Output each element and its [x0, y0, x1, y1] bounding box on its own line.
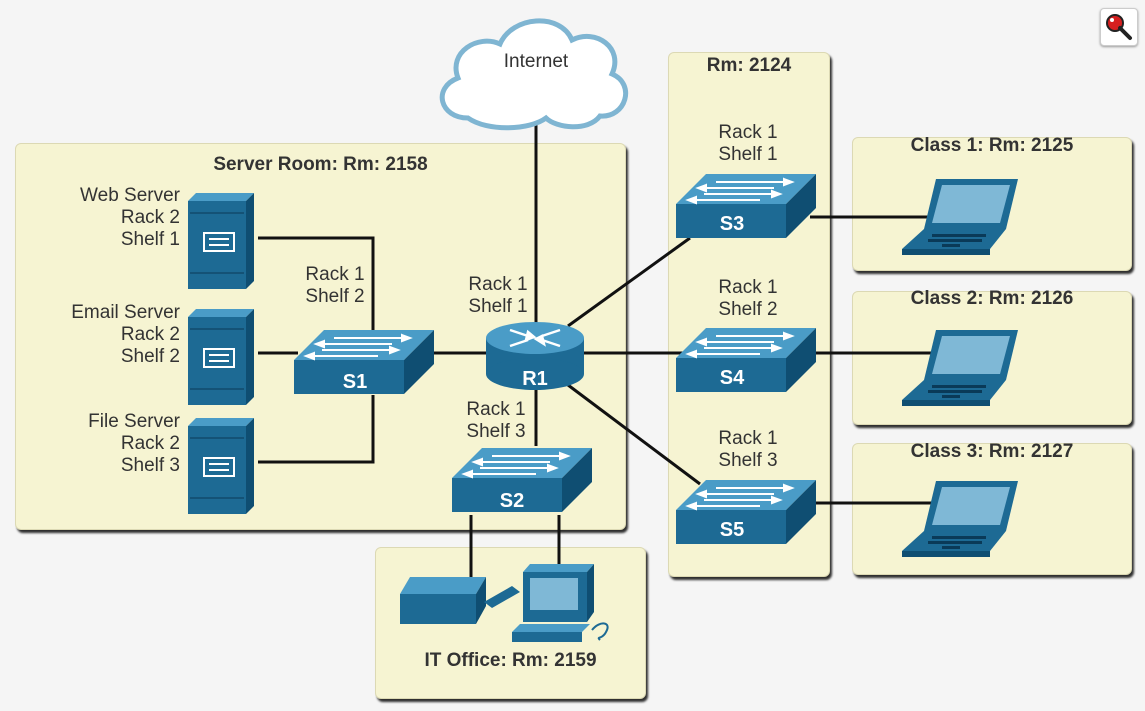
s5-rack: Rack 1: [718, 428, 778, 449]
internet-cloud-icon: [439, 18, 629, 131]
printer-icon: [400, 577, 520, 624]
email-server-label: Email Server Rack 2 Shelf 2: [40, 302, 180, 368]
web-server-shelf: Shelf 1: [120, 229, 180, 250]
email-server-icon: [187, 308, 255, 406]
links: [258, 120, 940, 586]
web-server-label: Web Server Rack 2 Shelf 1: [40, 185, 180, 251]
r1-name: R1: [522, 368, 548, 390]
s2-rack: Rack 1: [466, 399, 526, 420]
s3-rack: Rack 1: [718, 122, 778, 143]
server-room-title: Server Room: Rm: 2158: [213, 154, 428, 175]
s3-shelf: Shelf 1: [718, 144, 778, 165]
email-server-name: Email Server: [71, 302, 180, 323]
pc-icon: [512, 564, 609, 642]
class3-laptop-icon: [902, 481, 1018, 557]
r1-shelf: Shelf 1: [468, 296, 528, 317]
s5-name: S5: [719, 519, 745, 541]
class1-title: Class 1: Rm: 2125: [910, 135, 1074, 156]
s1-shelf: Shelf 2: [305, 286, 365, 307]
zoom-icon: [1106, 14, 1132, 40]
rm-2124-title: Rm: 2124: [706, 55, 792, 76]
s4-location-label: Rack 1 Shelf 2: [703, 277, 793, 321]
s4-rack: Rack 1: [718, 277, 778, 298]
s5-location-label: Rack 1 Shelf 3: [703, 428, 793, 472]
email-server-shelf: Shelf 2: [120, 346, 180, 367]
s2-shelf: Shelf 3: [466, 421, 526, 442]
file-server-name: File Server: [88, 411, 180, 432]
s1-name: S1: [342, 371, 368, 393]
r1-location-label: Rack 1 Shelf 1: [453, 274, 543, 318]
file-server-rack: Rack 2: [120, 433, 180, 454]
internet-label: Internet: [503, 51, 569, 72]
s4-name: S4: [719, 367, 745, 389]
it-office-title: IT Office: Rm: 2159: [424, 650, 597, 671]
s2-name: S2: [499, 490, 525, 512]
s3-location-label: Rack 1 Shelf 1: [703, 122, 793, 166]
s5-shelf: Shelf 3: [718, 450, 778, 471]
file-server-icon: [187, 417, 255, 515]
s2-location-label: Rack 1 Shelf 3: [451, 399, 541, 443]
class3-title: Class 3: Rm: 2127: [910, 441, 1074, 462]
s1-rack: Rack 1: [305, 264, 365, 285]
router-r1-icon: [486, 322, 584, 390]
file-server-shelf: Shelf 3: [120, 455, 180, 476]
web-server-rack: Rack 2: [120, 207, 180, 228]
file-server-label: File Server Rack 2 Shelf 3: [40, 411, 180, 477]
s1-location-label: Rack 1 Shelf 2: [290, 264, 380, 308]
zoom-button[interactable]: [1100, 8, 1138, 46]
web-server-icon: [187, 192, 255, 290]
class2-title: Class 2: Rm: 2126: [910, 288, 1074, 309]
class2-laptop-icon: [902, 330, 1018, 406]
web-server-name: Web Server: [80, 185, 180, 206]
r1-rack: Rack 1: [468, 274, 528, 295]
s4-shelf: Shelf 2: [718, 299, 778, 320]
email-server-rack: Rack 2: [120, 324, 180, 345]
s3-name: S3: [719, 213, 745, 235]
